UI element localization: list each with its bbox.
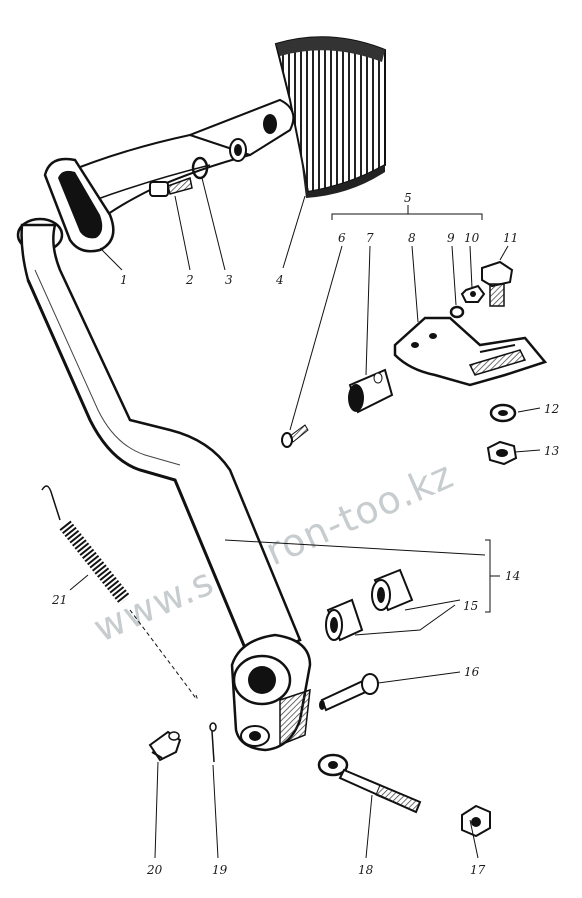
pedal-lever — [20, 223, 302, 662]
eye-bolt — [317, 753, 422, 814]
label-part-16: 16 — [464, 665, 480, 679]
label-part-2: 2 — [185, 273, 194, 287]
label-part-3: 3 — [225, 273, 233, 287]
label-part-6: 6 — [338, 231, 346, 245]
label-part-1: 1 — [120, 273, 128, 287]
nut-small — [460, 284, 486, 303]
leader-lines — [69, 177, 541, 859]
washer-large — [489, 403, 517, 423]
label-part-15: 15 — [463, 599, 478, 613]
stop-bolt — [481, 260, 514, 307]
label-part-7: 7 — [366, 231, 374, 245]
label-part-17: 17 — [470, 863, 486, 877]
label-part-21: 21 — [51, 593, 67, 607]
label-part-20: 20 — [146, 863, 163, 877]
label-part-18: 18 — [358, 863, 374, 877]
label-part-11: 11 — [503, 231, 518, 245]
cotter-pin — [209, 722, 217, 763]
nut — [486, 440, 518, 466]
washer — [191, 156, 209, 180]
label-part-10: 10 — [464, 231, 480, 245]
part-labels: 1 2 3 4 5 6 7 8 9 10 11 12 13 14 15 16 1… — [51, 191, 560, 877]
hex-nut — [461, 804, 491, 838]
adjust-bolt — [149, 176, 193, 197]
lever-bushings — [325, 568, 414, 642]
clevis-pin — [319, 673, 379, 712]
eccentric-bushing — [348, 368, 394, 414]
pedal-pad — [274, 36, 386, 198]
label-part-13: 13 — [544, 444, 560, 458]
label-part-5: 5 — [404, 191, 412, 205]
label-part-8: 8 — [408, 231, 416, 245]
label-part-19: 19 — [212, 863, 228, 877]
grease-fitting — [148, 730, 182, 762]
stop-bracket — [393, 316, 548, 387]
lever-lower-hub — [230, 633, 312, 752]
return-spring — [41, 485, 198, 700]
label-part-9: 9 — [447, 231, 455, 245]
label-part-14: 14 — [505, 569, 520, 583]
pedal-upper-arm — [58, 98, 295, 230]
label-part-12: 12 — [544, 402, 559, 416]
screw — [281, 424, 309, 448]
spring-washer — [449, 305, 465, 319]
label-part-4: 4 — [275, 273, 284, 287]
